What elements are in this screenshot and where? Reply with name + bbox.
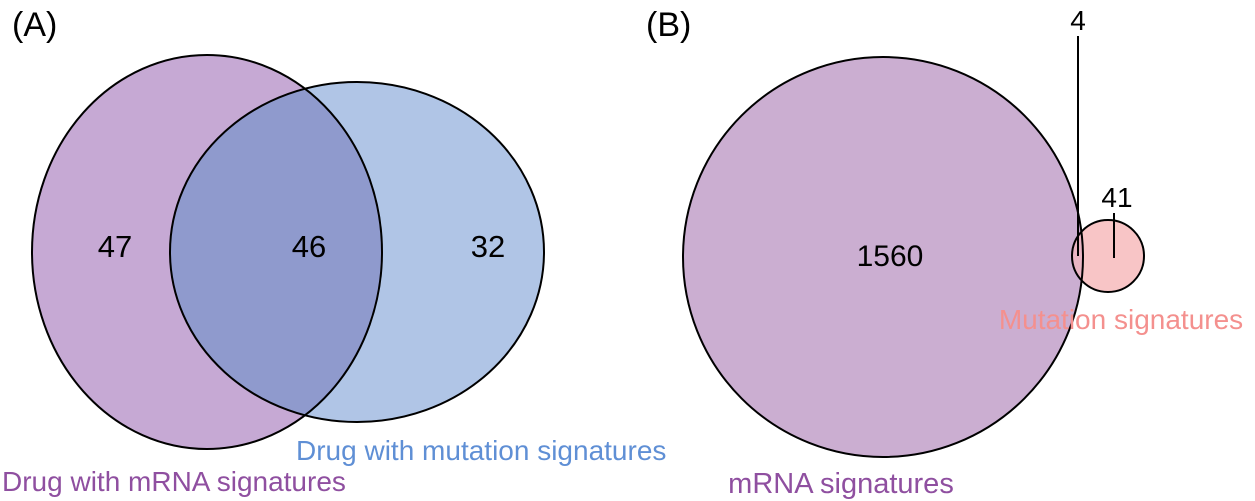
- panel-b-label: (B): [646, 6, 691, 44]
- set-b-right-region: [1072, 220, 1144, 292]
- set-b-left-outline: [682, 56, 1084, 458]
- set-b-right-outline: [1071, 219, 1145, 293]
- set-a-left-outline: [31, 54, 383, 450]
- panel-b-intersection-count: 4: [1070, 5, 1086, 36]
- set-a-right-count: 32: [471, 229, 505, 264]
- set-b-right-name-label: Mutation signatures: [999, 304, 1243, 335]
- panel-a: (A) 47 46 32 Drug with mRNA signatures D…: [2, 6, 666, 497]
- panel-a-label: (A): [12, 6, 57, 44]
- set-b-left-count: 1560: [857, 240, 924, 273]
- panel-a-intersection-count: 46: [292, 229, 326, 264]
- set-a-left-name-label: Drug with mRNA signatures: [2, 466, 346, 497]
- set-b-left-name-label: mRNA signatures: [728, 468, 954, 500]
- panel-a-intersection-region: [170, 82, 382, 422]
- panel-b: (B) 1560 4 41 mRNA signatures Mutation s…: [646, 5, 1243, 500]
- set-b-right-count: 41: [1101, 182, 1132, 213]
- set-a-left-count: 47: [98, 229, 132, 264]
- set-a-right-name-label: Drug with mutation signatures: [296, 435, 666, 466]
- set-a-right-outline: [169, 81, 545, 423]
- set-b-left-region: [683, 57, 1083, 457]
